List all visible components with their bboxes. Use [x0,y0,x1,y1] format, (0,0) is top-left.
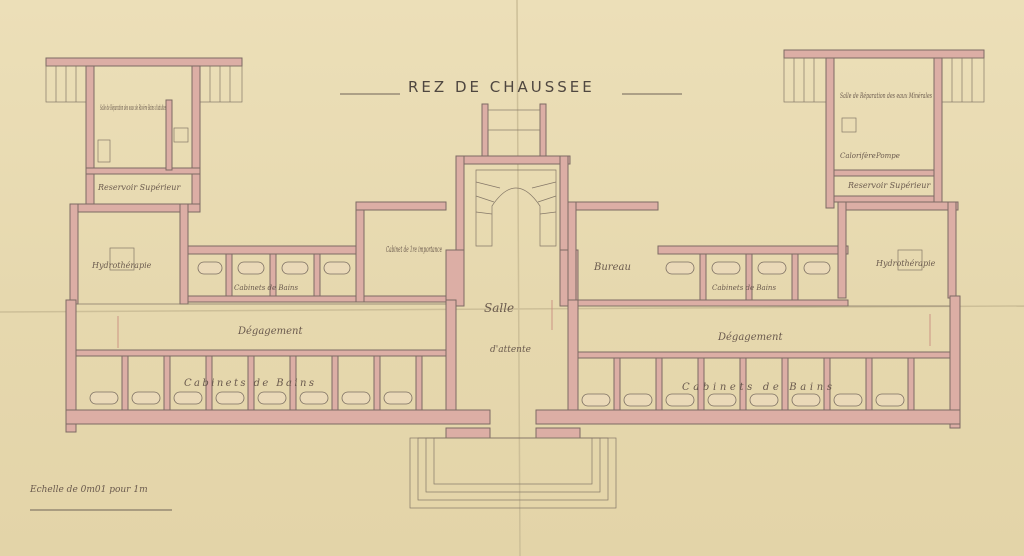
room-label-right-wing-top: Salle de Réparation des eaux Minérales [840,91,932,100]
right-wing: Salle de Réparation des eaux Minérales C… [783,49,985,299]
room-label-corridor-left: Dégagement [237,326,303,337]
left-wing: Salle de Réparation des eaux de Rivière … [45,57,243,305]
room-label-upper-left-cabinets: Cabinets de Bains [234,284,298,292]
upper-right-bath-cabinets: Cabinets de Bains [575,245,849,307]
waiting-hall: Salle d'attente [445,249,579,355]
lower-left-bath-cabinets: Cabinets de Bains [65,299,491,425]
room-label-office: Bureau [593,262,631,273]
cabinet-premiere-room: Cabinet de 1re importance [355,201,447,303]
central-stair [455,103,571,257]
room-label-waiting-hall-line2: d'attente [490,345,531,355]
scale-note: Echelle de 0m01 pour 1m [29,485,172,511]
room-label-cabinet-premiere: Cabinet de 1re importance [386,245,442,254]
room-label-corridor-right: Dégagement [717,332,783,343]
room-label-waiting-hall-line1: Salle [484,301,514,315]
room-label-upper-right-cabinets: Cabinets de Bains [712,284,776,292]
fold-line-horizontal [0,305,1024,313]
upper-left-bath-cabinets: Cabinets de Bains [187,245,447,303]
corridors: Dégagement Dégagement [65,295,961,433]
room-label-lower-right-cabinets: Cabinets de Bains [682,382,832,393]
title-block: REZ DE CHAUSSEE [340,78,682,96]
lower-right-bath-cabinets: Cabinets de Bains [535,299,961,425]
room-label-right-hydrotherapy: Hydrothérapie [875,259,936,268]
office-room: Bureau [567,201,659,307]
entrance-steps [409,427,617,509]
scale-note-text: Echelle de 0m01 pour 1m [29,485,148,495]
fold-line-vertical [516,0,521,556]
room-label-right-reservoir: Reservoir Supérieur [847,181,931,190]
room-label-left-wing-top: Salle de Réparation des eaux de Rivière … [100,103,166,112]
drawing-title: REZ DE CHAUSSEE [408,78,595,96]
room-label-right-boiler: Calorifère [840,152,876,160]
room-label-left-hydrotherapy: Hydrothérapie [91,261,152,270]
room-label-lower-left-cabinets: Cabinets de Bains [184,378,314,389]
room-label-left-reservoir: Reservoir Supérieur [97,183,181,192]
room-label-right-pump: Pompe [875,152,900,160]
